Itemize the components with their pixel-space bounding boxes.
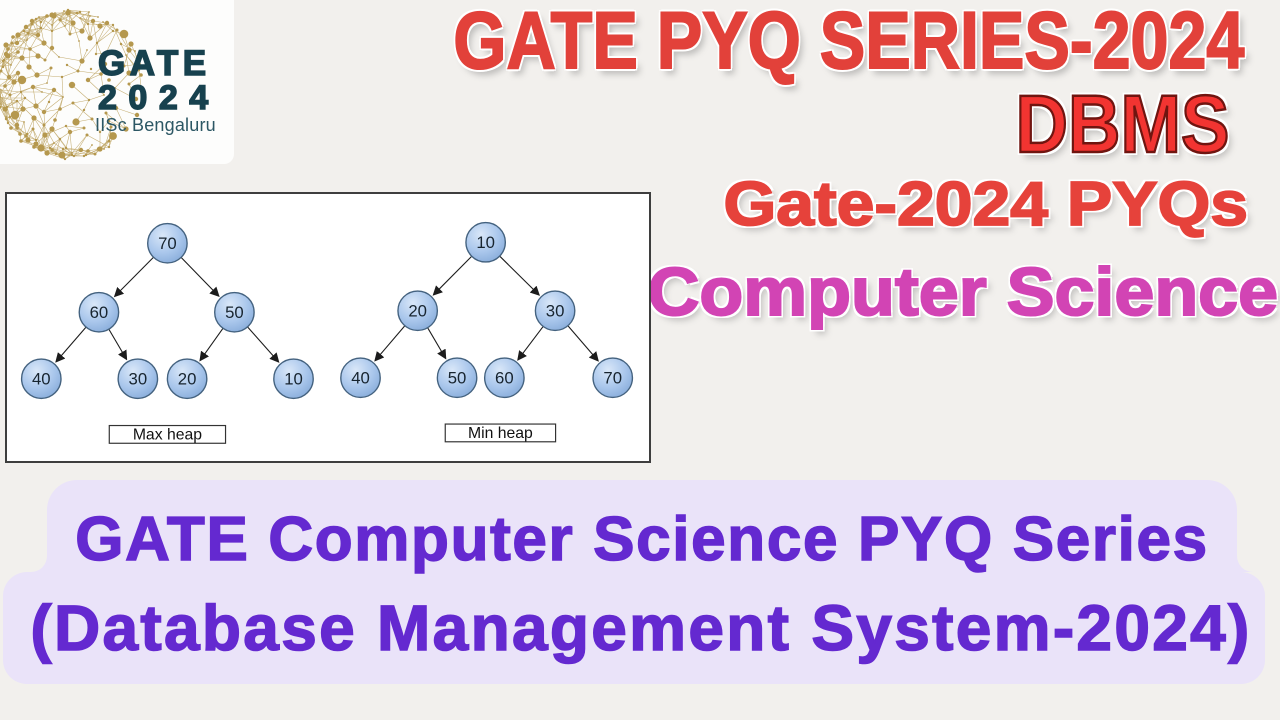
title-series: GATE PYQ SERIES-2024 <box>452 0 1245 87</box>
svg-text:20: 20 <box>408 302 427 321</box>
heap-diagram: 70 60 50 40 30 20 <box>20 221 634 444</box>
tree-node: 10 <box>273 358 314 400</box>
tree-node: 20 <box>166 358 208 400</box>
min-heap-caption: Min heap <box>444 423 557 443</box>
svg-text:30: 30 <box>129 370 148 389</box>
tree-node: 20 <box>397 290 439 332</box>
network-globe-icon <box>0 8 145 161</box>
max-heap-tree: 70 60 50 40 30 20 <box>20 222 314 444</box>
max-heap-caption: Max heap <box>108 424 227 444</box>
svg-text:60: 60 <box>495 369 514 388</box>
tree-node: 40 <box>20 358 62 400</box>
svg-text:Max heap: Max heap <box>133 426 202 443</box>
banner-title-line1: GATE Computer Science PYQ Series <box>74 504 1209 575</box>
svg-text:70: 70 <box>158 234 177 253</box>
tree-node: 30 <box>117 358 159 400</box>
gate-logo-card: GATE 2024 IISc Bengaluru <box>0 0 234 164</box>
heap-diagram-panel: 70 60 50 40 30 20 <box>5 192 651 463</box>
tree-node: 40 <box>340 357 381 399</box>
svg-text:20: 20 <box>178 370 197 389</box>
gate-logo-text: GATE 2024 IISc Bengaluru <box>95 44 220 136</box>
svg-text:70: 70 <box>603 369 622 388</box>
tree-node: 10 <box>465 221 507 263</box>
svg-text:40: 40 <box>351 369 370 388</box>
svg-text:10: 10 <box>284 370 303 389</box>
tree-node: 70 <box>147 222 188 264</box>
tree-node: 50 <box>214 291 255 333</box>
gate-logo-exam-name: GATE <box>97 44 211 83</box>
gate-logo-institute: IISc Bengaluru <box>95 115 216 135</box>
svg-text:10: 10 <box>476 233 495 252</box>
gate-logo-exam-year: 2024 <box>97 79 220 117</box>
svg-text:30: 30 <box>546 302 565 321</box>
title-subject: DBMS <box>1014 78 1230 172</box>
heap-edges <box>55 255 599 363</box>
tree-node: 30 <box>534 290 576 332</box>
svg-text:50: 50 <box>225 303 244 322</box>
banner-title-line2: (Database Management System-2024) <box>30 591 1252 665</box>
svg-text:60: 60 <box>90 303 109 322</box>
title-stream: Computer Science <box>646 253 1279 331</box>
banner-background <box>3 480 1265 684</box>
svg-text:Min heap: Min heap <box>468 425 533 442</box>
min-heap-tree: 10 20 30 40 50 60 <box>340 221 634 443</box>
tree-node: 60 <box>483 357 525 399</box>
svg-text:40: 40 <box>32 370 51 389</box>
tree-node: 70 <box>592 357 634 399</box>
title-pyq: Gate-2024 PYQs <box>722 169 1249 240</box>
tree-node: 60 <box>78 291 120 333</box>
svg-text:50: 50 <box>448 369 467 388</box>
tree-node: 50 <box>436 357 478 399</box>
